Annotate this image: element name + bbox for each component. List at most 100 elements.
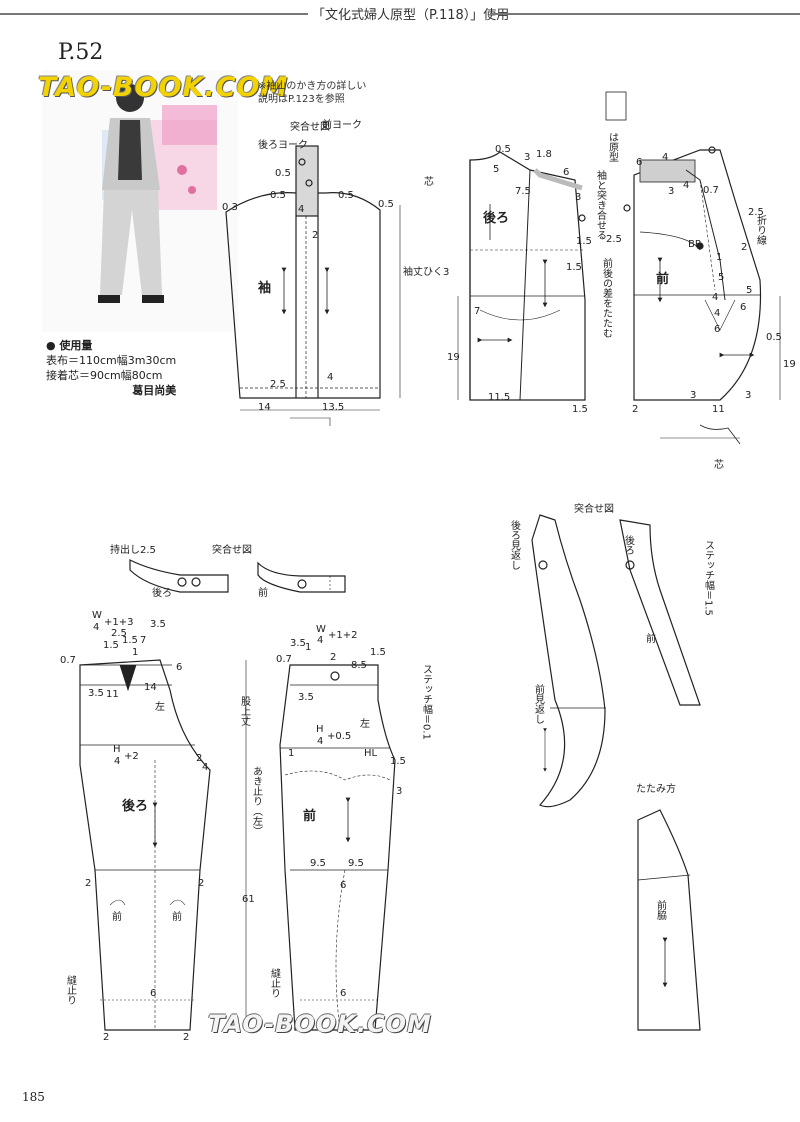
- watermark-bottom: TAO-BOOK.COM: [208, 1010, 432, 1038]
- folding-label: 前脇: [655, 899, 667, 921]
- back-pants-dim: 2: [85, 878, 91, 889]
- back-dim: 6: [563, 167, 569, 178]
- front-pants-dim: 0.7: [276, 654, 292, 665]
- front-dim: 6: [714, 324, 720, 335]
- back-facing-label: 後ろ見返し: [509, 519, 521, 570]
- back-pants-dim: 14: [144, 682, 157, 693]
- header-rule-right: [490, 13, 800, 15]
- materials-block: ● 使用量 表布＝110cm幅3m30cm 接着芯＝90cm幅80cm 葛目尚美: [46, 338, 176, 398]
- sleeve-dim: 14: [258, 402, 271, 413]
- front-pants-side: 左: [360, 717, 370, 730]
- front-pants-dim: 2: [330, 652, 336, 663]
- sleeve-dim: 4: [298, 204, 304, 215]
- model-photo: [42, 70, 238, 332]
- model-illustration: [98, 84, 217, 303]
- sleeve-length: 袖丈ひく3: [403, 265, 449, 278]
- front-dim: 0.5: [766, 332, 782, 343]
- waistband-back: 後ろ: [152, 586, 172, 599]
- sleeve-yoke-front: 前ヨーク: [322, 118, 362, 131]
- back-pants-dim: 11: [106, 689, 119, 700]
- back-pants-dim: 2: [198, 878, 204, 889]
- sleeve-pattern: [225, 145, 401, 426]
- note-dart: 前後の差をたたむ: [601, 257, 613, 338]
- waistband-merge: 突合せ図: [212, 543, 252, 556]
- sleeve-dim: 2.5: [270, 379, 286, 390]
- front-dim: 1: [716, 252, 722, 263]
- front-pants-dim: 8.5: [351, 660, 367, 671]
- back-dim: 1.5: [566, 262, 582, 273]
- front-waist-w: W: [316, 624, 326, 635]
- folding-title: たたみ方: [636, 782, 676, 795]
- back-waist-div: 4: [93, 622, 99, 633]
- facings-pattern: [531, 514, 701, 808]
- front-hip-add: +0.5: [327, 731, 351, 742]
- front-facing-label: 前見返し: [533, 683, 545, 724]
- materials-heading: ● 使用量: [46, 339, 93, 352]
- back-pants-dim: 1.5: [122, 635, 138, 646]
- back-pants-dim: 2: [196, 753, 202, 764]
- facing-front-ref: 前: [646, 632, 656, 645]
- front-pants-dim: 3.5: [298, 692, 314, 703]
- front-dim: 6: [636, 157, 642, 168]
- sleeve-dim: 13.5: [322, 402, 344, 413]
- back-pants-dim: 2: [103, 1032, 109, 1043]
- back-bodice-pattern: [457, 151, 586, 401]
- front-pants-stitch-stop: 縫止り: [269, 967, 281, 998]
- sleeve-note: ※袖山のかき方の詳しい 説明はP.123を参照: [258, 80, 408, 106]
- front-pants-dim: 3: [396, 786, 402, 797]
- materials-interfacing: 接着芯＝90cm幅80cm: [46, 369, 163, 382]
- sleeve-label: 袖: [258, 280, 271, 296]
- back-hip-h: H: [113, 744, 121, 755]
- back-dim: 3: [575, 192, 581, 203]
- back-pants-dim: 6: [150, 988, 156, 999]
- sleeve-merge-label: 突合せ図: [290, 120, 330, 133]
- legend-genkei-box: [605, 91, 627, 121]
- back-dim: 3: [524, 152, 530, 163]
- front-dim: 4: [662, 152, 668, 163]
- page-number: 185: [22, 1090, 45, 1104]
- front-pants-opening: あき止り（左）: [251, 766, 263, 836]
- author-name: 葛目尚美: [132, 384, 177, 397]
- sleeve-dim: 0.5: [378, 199, 394, 210]
- watermark-top: TAO-BOOK.COM: [38, 72, 289, 103]
- back-pants-dim: 3.5: [150, 619, 166, 630]
- back-dim: 7: [474, 306, 480, 317]
- back-pants-dim: 2: [183, 1032, 189, 1043]
- back-pants-front-ref: 前: [112, 910, 122, 923]
- facings-merge: 突合せ図: [574, 502, 614, 515]
- sleeve-dim: 0.5: [275, 168, 291, 179]
- front-waist-div: 4: [317, 635, 323, 646]
- front-pants-dim: 3.5: [290, 638, 306, 649]
- back-dim: 5: [493, 164, 499, 175]
- front-dim: 5: [718, 272, 724, 283]
- bp-label: BP: [688, 239, 701, 250]
- back-dim: 1.8: [536, 149, 552, 160]
- front-bodice-pattern: [623, 146, 781, 445]
- folding-diagram: [637, 809, 701, 1031]
- front-dim: 3: [668, 186, 674, 197]
- back-waist-w: W: [92, 610, 102, 621]
- front-dim: 19: [783, 359, 796, 370]
- waistband-pattern: [129, 559, 346, 593]
- page-reference: P.52: [58, 40, 104, 65]
- front-dim: 6: [740, 302, 746, 313]
- fold-line-label: 折り線: [755, 214, 767, 245]
- sleeve-dim: 2: [312, 230, 318, 241]
- front-pants-dim: 1: [305, 642, 311, 653]
- sleeve-yoke-back: 後ろヨーク: [258, 138, 308, 151]
- front-hip-div: 4: [317, 736, 323, 747]
- back-dim: 0.5: [495, 144, 511, 155]
- back-bodice-label: 後ろ: [483, 210, 509, 226]
- note-line-2: 説明はP.123を参照: [258, 94, 345, 105]
- back-pants-dim: 1.5: [103, 640, 119, 651]
- front-stitch-width: ステッチ幅＝0.1: [421, 664, 433, 740]
- header-rule-left: [0, 13, 308, 15]
- front-pants-dim: 1.5: [370, 647, 386, 658]
- front-dim: 2.5: [606, 234, 622, 245]
- sleeve-dim: 0.5: [270, 190, 286, 201]
- front-pants-hl: HL: [364, 748, 378, 759]
- front-dim: 3: [745, 390, 751, 401]
- front-pants-dim: 6: [340, 880, 346, 891]
